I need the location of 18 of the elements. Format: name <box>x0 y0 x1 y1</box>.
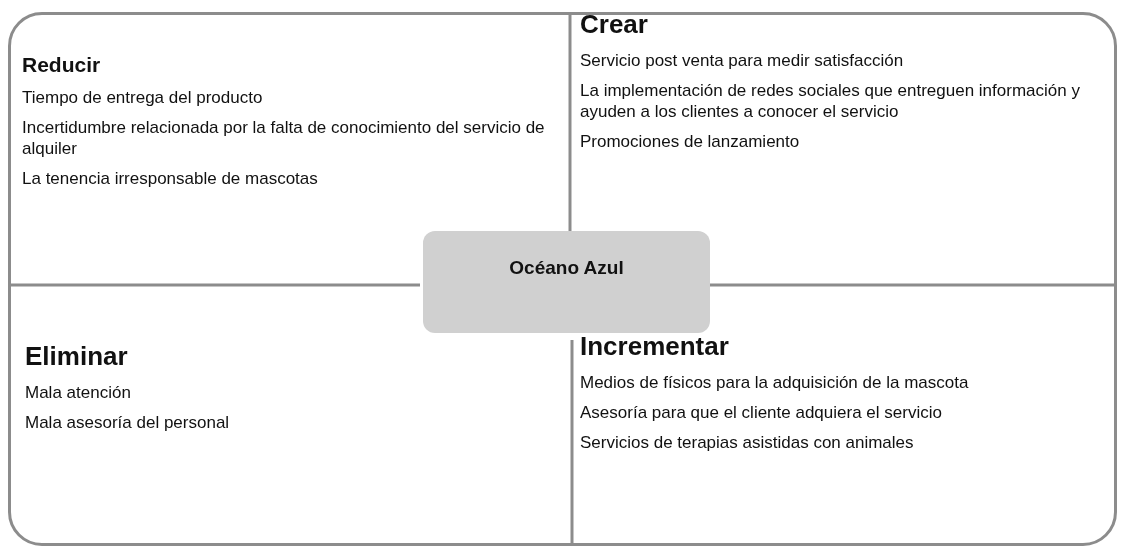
item-text: Servicios de terapias asistidas con animales <box>580 432 914 453</box>
item-text: Asesoría para que el cliente adquiera el servicio <box>580 402 942 423</box>
center-box <box>423 231 710 333</box>
item-text: Tiempo de entrega del producto <box>22 87 263 108</box>
frame-box <box>8 12 1117 546</box>
center-title: Océano Azul <box>509 257 624 279</box>
item-text: Medios de físicos para la adquisición de la mascota <box>580 372 969 393</box>
item-text: Servicio post venta para medir satisfacción <box>580 50 904 71</box>
item-text: Incertidumbre relacionada por la falta de conocimiento del servicio de alquiler <box>22 117 546 159</box>
quadrant-heading: Incrementar <box>580 331 729 362</box>
item-text: Mala asesoría del personal <box>25 412 230 433</box>
item-text: La tenencia irresponsable de mascotas <box>22 168 318 189</box>
quadrant-heading: Reducir <box>22 53 101 77</box>
item-text: Mala atención <box>25 382 131 403</box>
item-text: Promociones de lanzamiento <box>580 131 800 152</box>
quadrant-heading: Crear <box>580 9 648 40</box>
item-text: La implementación de redes sociales que entreguen información y ayuden a los clientes a conocer el servicio <box>580 80 1081 122</box>
quadrant-heading: Eliminar <box>25 341 128 372</box>
